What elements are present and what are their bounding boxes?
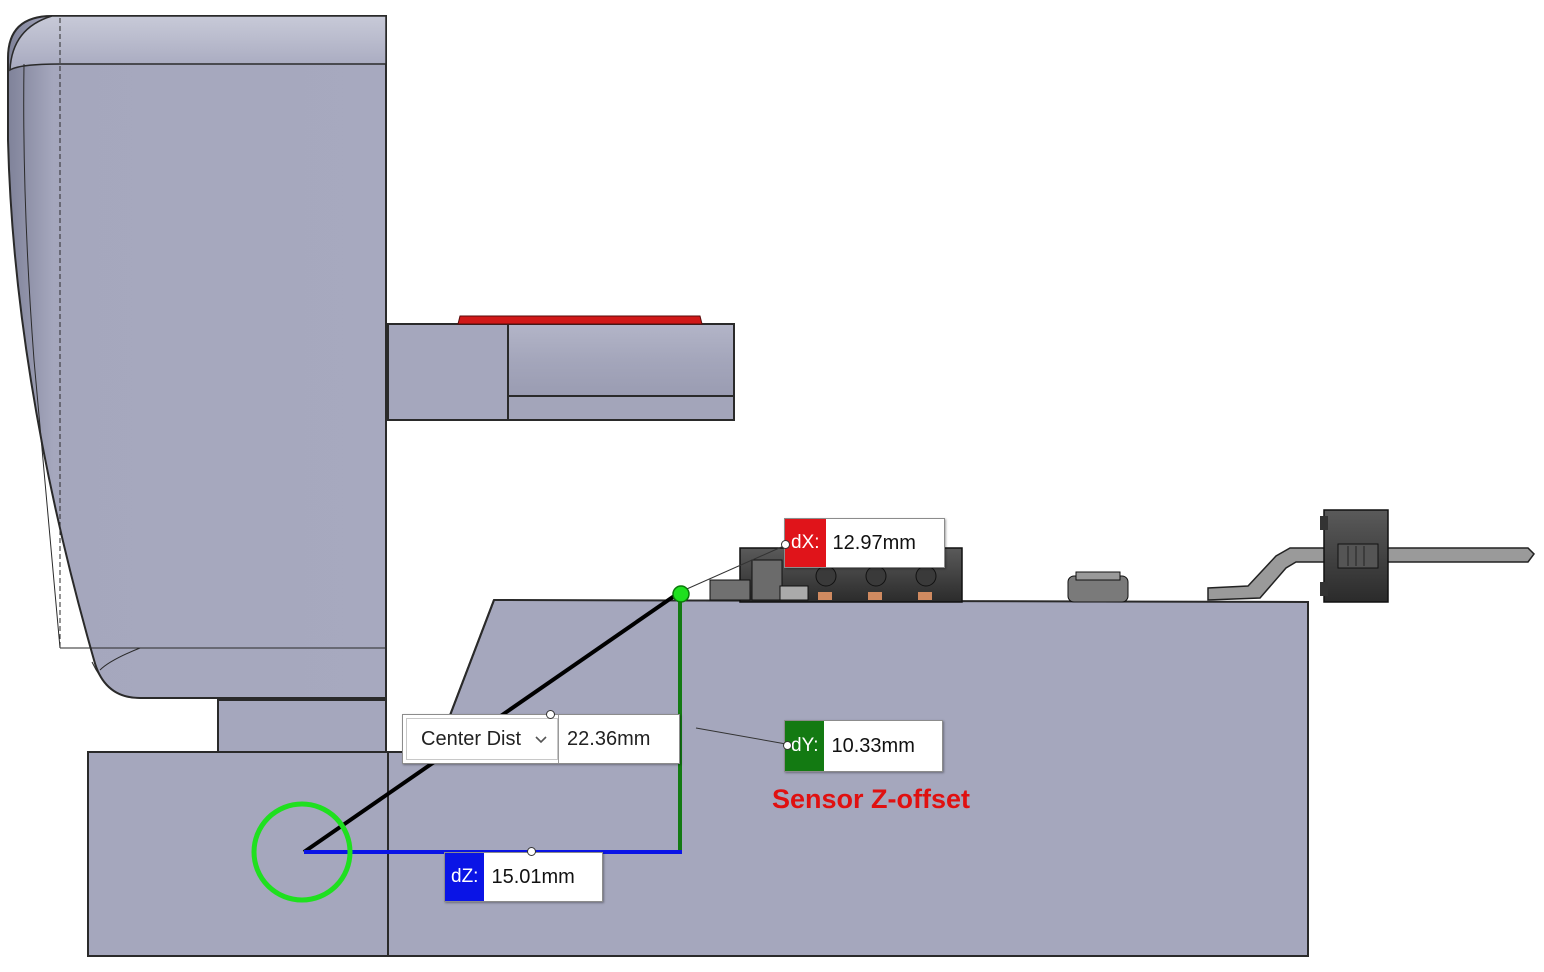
measure-mode-dropdown[interactable]: Center Dist	[406, 718, 559, 760]
center-dist-value: 22.36mm	[558, 715, 679, 763]
chevron-down-icon	[535, 736, 547, 744]
dy-measurement[interactable]: dY: 10.33mm	[784, 720, 944, 772]
center-dist-handle[interactable]	[546, 710, 555, 719]
knob[interactable]	[1067, 571, 1129, 603]
dz-tag: dZ:	[445, 853, 485, 901]
sensor-arm[interactable]	[387, 315, 735, 421]
dy-value: 10.33mm	[831, 734, 915, 757]
dx-leader	[679, 544, 787, 593]
selected-circle-edge[interactable]	[251, 801, 353, 903]
connector-block[interactable]	[709, 547, 963, 603]
sensor-disc[interactable]	[457, 315, 703, 325]
dz-measurement[interactable]: dZ: 15.01mm	[444, 852, 604, 902]
dx-handle[interactable]	[781, 540, 790, 549]
dz-value: 15.01mm	[491, 865, 575, 888]
dx-value: 12.97mm	[832, 531, 916, 554]
dx-measurement[interactable]: dX: 12.97mm	[784, 518, 945, 568]
lever-rod[interactable]	[1207, 509, 1535, 603]
dy-handle[interactable]	[783, 741, 792, 750]
upper-housing[interactable]	[7, 15, 387, 699]
center-dist-measurement[interactable]: Center Dist 22.36mm	[402, 714, 681, 764]
measure-mode-label: Center Dist	[421, 727, 522, 750]
wedge-block[interactable]	[387, 598, 1309, 957]
dy-leader	[695, 727, 787, 745]
selected-point[interactable]	[672, 585, 690, 603]
dx-tag: dX:	[785, 519, 826, 567]
neck-block[interactable]	[217, 699, 387, 755]
dy-tag: dY:	[785, 721, 825, 771]
sensor-z-offset-annotation: Sensor Z-offset	[772, 784, 971, 814]
dz-handle[interactable]	[527, 847, 536, 856]
